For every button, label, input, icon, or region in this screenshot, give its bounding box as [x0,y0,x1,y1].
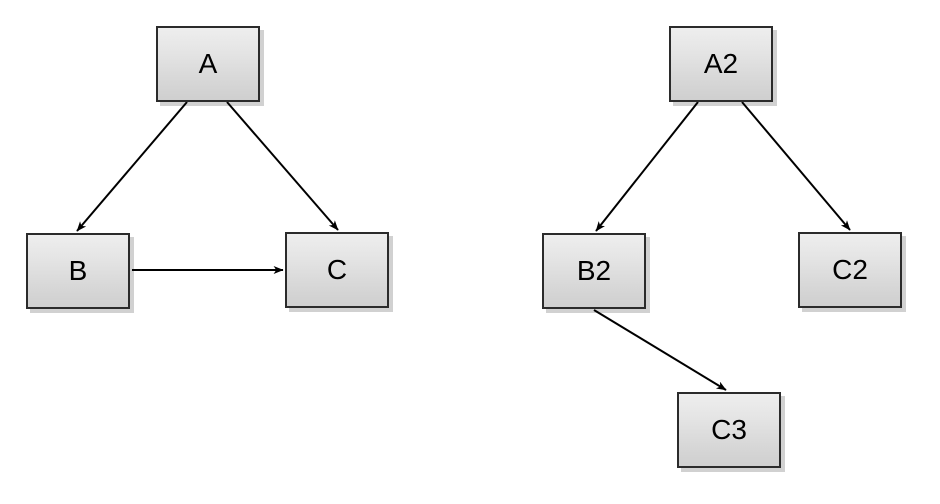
edge-a2-to-c2[interactable] [741,101,851,231]
node-label-c3: C3 [711,414,747,445]
node-c[interactable]: C [285,232,389,308]
node-label-b: B [68,255,88,286]
edge-a-to-c[interactable] [226,101,339,231]
node-c3[interactable]: C3 [677,392,781,468]
edges-group [76,101,851,391]
node-label-c: C [326,254,348,285]
node-label-b2: B2 [576,255,612,286]
node-label-a2: A2 [703,48,739,79]
edge-a2-to-b2[interactable] [595,101,699,232]
node-c2[interactable]: C2 [798,232,902,308]
node-a[interactable]: A [156,26,260,102]
node-a2[interactable]: A2 [669,26,773,102]
edge-a-to-b[interactable] [76,101,188,232]
node-label-a: A [198,48,218,79]
edge-b2-to-c3[interactable] [593,309,727,391]
node-b[interactable]: B [26,233,130,309]
node-label-c2: C2 [832,254,868,285]
node-b2[interactable]: B2 [542,233,646,309]
